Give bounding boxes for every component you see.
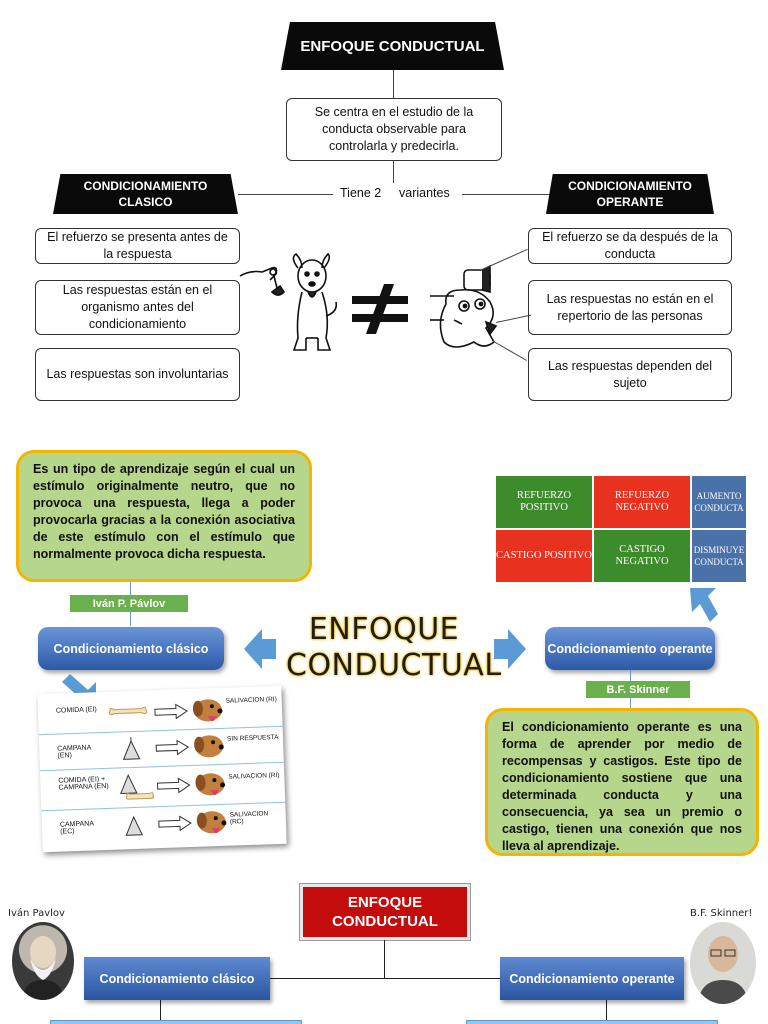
skinner-portrait: [690, 922, 756, 1004]
arrow-icon: [156, 777, 191, 794]
person-icon: [690, 922, 756, 1004]
row-left-label: COMIDA (EI) + CAMPANA (EN): [58, 776, 110, 792]
center-title: ENFOQUE CONDUCTUAL: [286, 612, 482, 684]
operant-conditioning-button[interactable]: Condicionamiento operante: [545, 627, 715, 670]
matrix-cell-increase-behavior: AUMENTO CONDUCTA: [692, 476, 746, 528]
matrix-cell-positive-punishment: CASTIGO POSITIVO: [496, 530, 592, 582]
definition-box: Se centra en el estudio de la conducta o…: [286, 98, 502, 161]
right-item: El refuerzo se da después de la conducta: [528, 228, 732, 264]
dog-face-icon: [193, 808, 228, 839]
reinforcement-matrix: REFUERZO POSITIVO REFUERZO NEGATIVO AUME…: [496, 476, 748, 586]
connector-text-left: Tiene 2: [340, 186, 381, 200]
connector-line: [270, 978, 500, 979]
bell-icon: [119, 737, 144, 764]
dog-illustration: [236, 246, 342, 358]
arrow-icon: [154, 703, 189, 720]
connector-line: [393, 70, 394, 98]
matrix-cell-decrease-behavior: DISMINUYE CONDUCTA: [692, 530, 746, 582]
bell-icon: [122, 813, 147, 840]
main-title: ENFOQUE CONDUCTUAL: [281, 22, 504, 70]
dog-face-icon: [191, 732, 226, 763]
tree-bottom-box-left: [50, 1020, 302, 1024]
pavlov-definition-box: Es un tipo de aprendizaje según el cual …: [16, 450, 312, 582]
tree-classic-button[interactable]: Condicionamiento clásico: [84, 957, 270, 1000]
arrow-up-right-icon: [680, 586, 720, 626]
left-item: Las respuestas están en el organismo ant…: [35, 280, 240, 335]
connector-line: [393, 161, 394, 183]
center-title-line: CONDUCTUAL: [286, 648, 482, 684]
arrow-right-icon: [492, 627, 526, 671]
pavlov-portrait: [12, 922, 74, 1000]
left-head: CONDICIONAMIENTO CLASICO: [53, 174, 238, 214]
dog-face-icon: [190, 696, 225, 727]
skinner-name: B.F. Skinner!: [690, 908, 752, 919]
right-head: CONDICIONAMIENTO OPERANTE: [546, 174, 714, 214]
skinner-definition-box: El condicionamiento operante es una form…: [485, 708, 759, 856]
row-right-label: SIN RESPUESTA: [227, 734, 279, 743]
tree-title: ENFOQUE CONDUCTUAL: [300, 884, 470, 940]
connector-line: [384, 940, 385, 978]
not-equal-icon: [348, 282, 412, 336]
pavlov-tag: Iván P. Pávlov: [70, 595, 188, 612]
row-left-label: CAMPANA (EN): [57, 744, 107, 760]
pavlov-diagram-card: COMIDA (EI) SALIVACION (RI) CAMPANA (EN)…: [37, 686, 286, 852]
right-item: Las respuestas dependen del sujeto: [528, 348, 732, 401]
arrow-left-icon: [244, 627, 278, 671]
matrix-cell-positive-reinforcement: REFUERZO POSITIVO: [496, 476, 592, 528]
connector-line: [238, 194, 333, 195]
dog-face-icon: [192, 770, 227, 801]
person-icon: [12, 922, 74, 1000]
left-item: El refuerzo se presenta antes de la resp…: [35, 228, 240, 264]
classic-conditioning-button[interactable]: Condicionamiento clásico: [38, 627, 224, 670]
center-title-line: ENFOQUE: [286, 612, 482, 648]
left-item: Las respuestas son involuntarias: [35, 348, 240, 401]
row-left-label: CAMPANA (EC): [60, 820, 110, 836]
rat-illustration: [424, 262, 524, 362]
row-right-label: SALIVACION (RC): [230, 810, 282, 826]
pavlov-diagram-row: CAMPANA (EC) SALIVACION (RC): [41, 804, 286, 848]
bone-icon: [125, 790, 155, 803]
right-item: Las respuestas no están en el repertorio…: [528, 280, 732, 335]
arrow-icon: [158, 815, 193, 832]
matrix-cell-negative-punishment: CASTIGO NEGATIVO: [594, 530, 690, 582]
tree-operant-button[interactable]: Condicionamiento operante: [500, 957, 684, 1000]
tree-bottom-box-right: [466, 1020, 718, 1024]
connector-line: [462, 194, 550, 195]
row-right-label: SALIVACION (RI): [226, 696, 278, 705]
bone-icon: [108, 704, 148, 719]
pavlov-name: Iván Pavlov: [8, 908, 65, 919]
row-left-label: COMIDA (EI): [56, 706, 106, 715]
matrix-cell-negative-reinforcement: REFUERZO NEGATIVO: [594, 476, 690, 528]
arrow-icon: [155, 739, 190, 756]
row-right-label: SALIVACION (RI): [228, 772, 280, 781]
connector-text-right: variantes: [399, 186, 450, 200]
skinner-tag: B.F. Skinner: [586, 681, 690, 698]
